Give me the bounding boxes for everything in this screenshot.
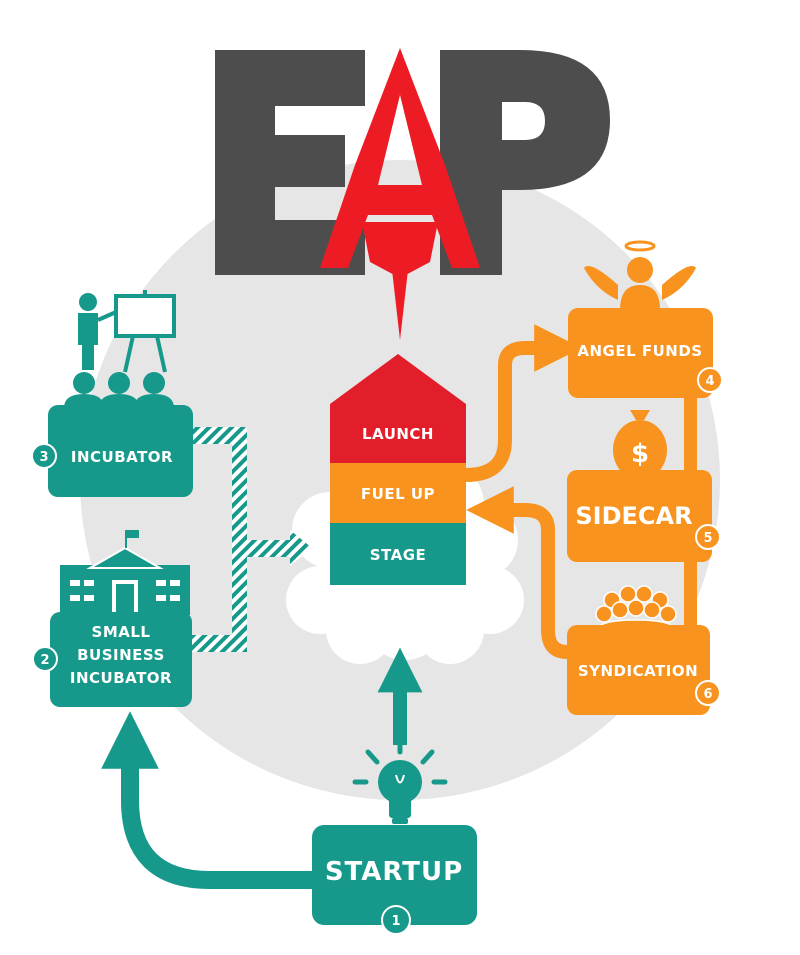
step-badge-4 bbox=[697, 367, 723, 393]
syndication-node: SYNDICATION 6 bbox=[567, 585, 721, 715]
angel-funds-node: ANGEL FUNDS 4 bbox=[568, 240, 723, 398]
launch-block bbox=[330, 354, 466, 463]
stage-label: STAGE bbox=[370, 546, 427, 564]
step-badge-6 bbox=[695, 680, 721, 706]
arrow-startup-to-sbi bbox=[101, 711, 312, 889]
eap-logo bbox=[215, 48, 610, 340]
small-business-incubator-node: SMALL BUSINESS INCUBATOR 2 bbox=[32, 530, 192, 707]
sbi-label-line-2: BUSINESS bbox=[77, 646, 165, 664]
money-bag-icon: $ bbox=[613, 410, 667, 480]
angel-funds-box bbox=[568, 308, 713, 398]
sidecar-box bbox=[567, 470, 712, 562]
sidecar-label: SIDECAR bbox=[575, 502, 692, 530]
presenter-audience-icon bbox=[64, 290, 176, 408]
small-business-incubator-box bbox=[50, 612, 192, 707]
startup-label: STARTUP bbox=[325, 857, 463, 887]
step-number-6: 6 bbox=[703, 687, 712, 702]
step-number-5: 5 bbox=[703, 531, 712, 546]
school-building-icon bbox=[60, 530, 190, 615]
startup-box bbox=[312, 825, 477, 925]
step-number-2: 2 bbox=[40, 653, 49, 668]
logo-letter-e bbox=[215, 50, 365, 275]
angel-icon bbox=[584, 240, 696, 310]
incubator-label: INCUBATOR bbox=[71, 448, 173, 466]
lightbulb-icon bbox=[352, 735, 448, 824]
launch-label: LAUNCH bbox=[362, 425, 434, 443]
sbi-label-line-1: SMALL bbox=[92, 623, 151, 641]
svg-text:$: $ bbox=[631, 439, 649, 469]
sidecar-node: $ SIDECAR 5 bbox=[567, 410, 721, 562]
rocket-icon bbox=[320, 48, 480, 340]
incubator-box bbox=[48, 405, 193, 497]
step-number-4: 4 bbox=[705, 374, 714, 389]
orange-spine bbox=[684, 395, 697, 630]
center-stack: LAUNCH FUEL UP STAGE bbox=[330, 354, 466, 585]
step-number-3: 3 bbox=[39, 450, 48, 465]
angel-funds-label: ANGEL FUNDS bbox=[577, 342, 702, 360]
syndication-label: SYNDICATION bbox=[578, 662, 698, 680]
hatched-connector bbox=[190, 427, 312, 652]
fuel-up-block bbox=[330, 463, 466, 523]
fuel-up-label: FUEL UP bbox=[361, 485, 435, 503]
sbi-label-line-3: INCUBATOR bbox=[70, 669, 172, 687]
step-badge-3 bbox=[31, 443, 57, 469]
startup-node: STARTUP 1 bbox=[312, 735, 477, 935]
arrow-syndication-to-fuel bbox=[466, 486, 568, 659]
step-badge-5 bbox=[695, 524, 721, 550]
step-badge-1 bbox=[381, 905, 411, 935]
step-badge-2 bbox=[32, 646, 58, 672]
incubator-node: INCUBATOR 3 bbox=[31, 290, 193, 497]
syndication-box bbox=[567, 625, 710, 715]
stage-block bbox=[330, 523, 466, 585]
arrow-fuel-to-angel bbox=[465, 324, 582, 482]
step-number-1: 1 bbox=[391, 914, 400, 929]
